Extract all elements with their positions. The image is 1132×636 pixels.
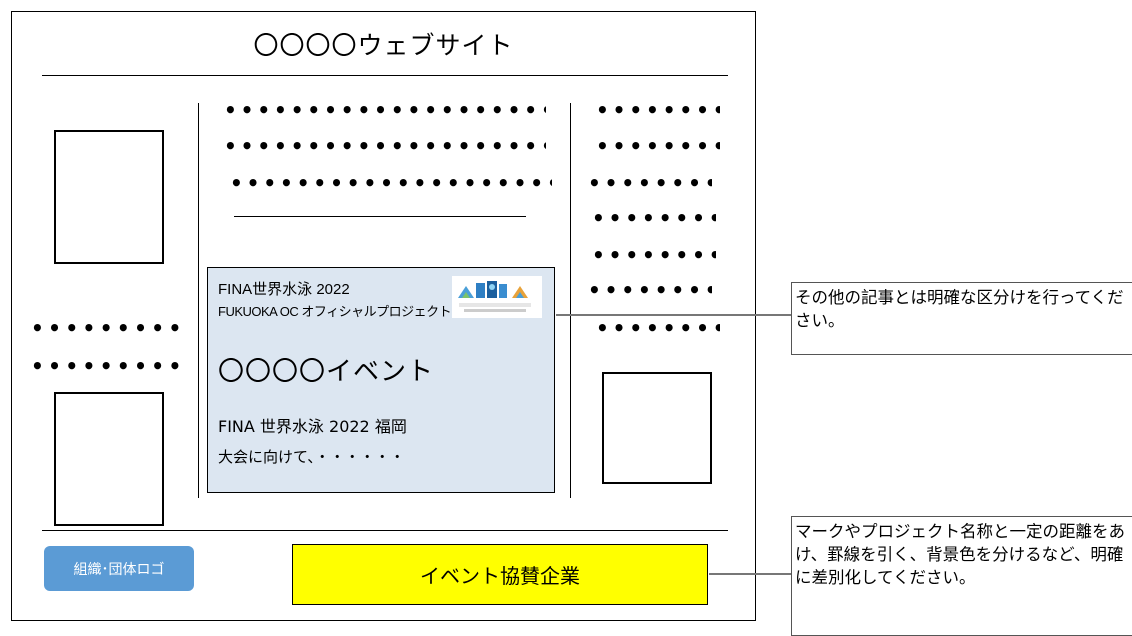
text-placeholder-dots: ••••••••••••••••••••	[588, 173, 712, 193]
website-frame	[11, 11, 756, 621]
callout-leader-line	[556, 314, 791, 316]
text-placeholder-dots: ••••••••••••••••••••	[588, 280, 712, 300]
text-placeholder-dots: ••••••••••••••••••••	[596, 100, 720, 120]
text-placeholder-dots: ••••••••••••••••••••	[596, 318, 720, 338]
site-title: 〇〇〇〇ウェブサイト	[253, 31, 514, 60]
header-divider	[42, 75, 728, 76]
org-logo: 組織･団体ロゴ	[44, 546, 194, 591]
image-placeholder-left-top	[54, 130, 164, 264]
column-divider-left	[198, 103, 199, 498]
column-divider-right	[570, 103, 571, 498]
event-project-name: FINA世界水泳 2022	[218, 281, 350, 298]
image-placeholder-right	[602, 372, 712, 484]
text-placeholder-dots: ••••••••••••••••••••	[592, 208, 716, 228]
event-title: 〇〇〇〇イベント	[218, 357, 435, 387]
sponsor-area: イベント協賛企業	[292, 544, 708, 605]
image-placeholder-left-bottom	[54, 392, 164, 526]
text-placeholder-dots: ••••••••••••••••••••••••••••••••••••	[224, 136, 546, 156]
event-text: 大会に向けて、・・・・・・	[218, 448, 405, 466]
event-article-box: FINA世界水泳 2022 FUKUOKA OC オフィシャルプロジェクト 〇〇…	[207, 267, 555, 493]
text-placeholder-dots: ••••••••••••••••••••	[592, 245, 716, 265]
article-divider	[234, 216, 526, 217]
text-placeholder-dots: ••••••••••••••••••••	[31, 318, 183, 338]
event-project-subname: FUKUOKA OC オフィシャルプロジェクト	[218, 304, 452, 319]
text-placeholder-dots: ••••••••••••••••••••••••••••••••••••	[230, 173, 552, 193]
callout-leader-line	[709, 573, 791, 575]
official-project-mark	[452, 276, 542, 318]
callout-separation-note: その他の記事とは明確な区分けを行ってください。	[791, 282, 1132, 355]
text-placeholder-dots: ••••••••••••••••••••	[596, 136, 720, 156]
text-placeholder-dots: ••••••••••••••••••••	[31, 356, 183, 376]
callout-differentiation-note: マークやプロジェクト名称と一定の距離をあけ、罫線を引く、背景色を分けるなど、明確…	[791, 516, 1132, 636]
text-placeholder-dots: ••••••••••••••••••••••••••••••••••••	[224, 100, 546, 120]
event-subtitle: FINA 世界水泳 2022 福岡	[218, 417, 407, 436]
footer-divider	[42, 530, 728, 531]
